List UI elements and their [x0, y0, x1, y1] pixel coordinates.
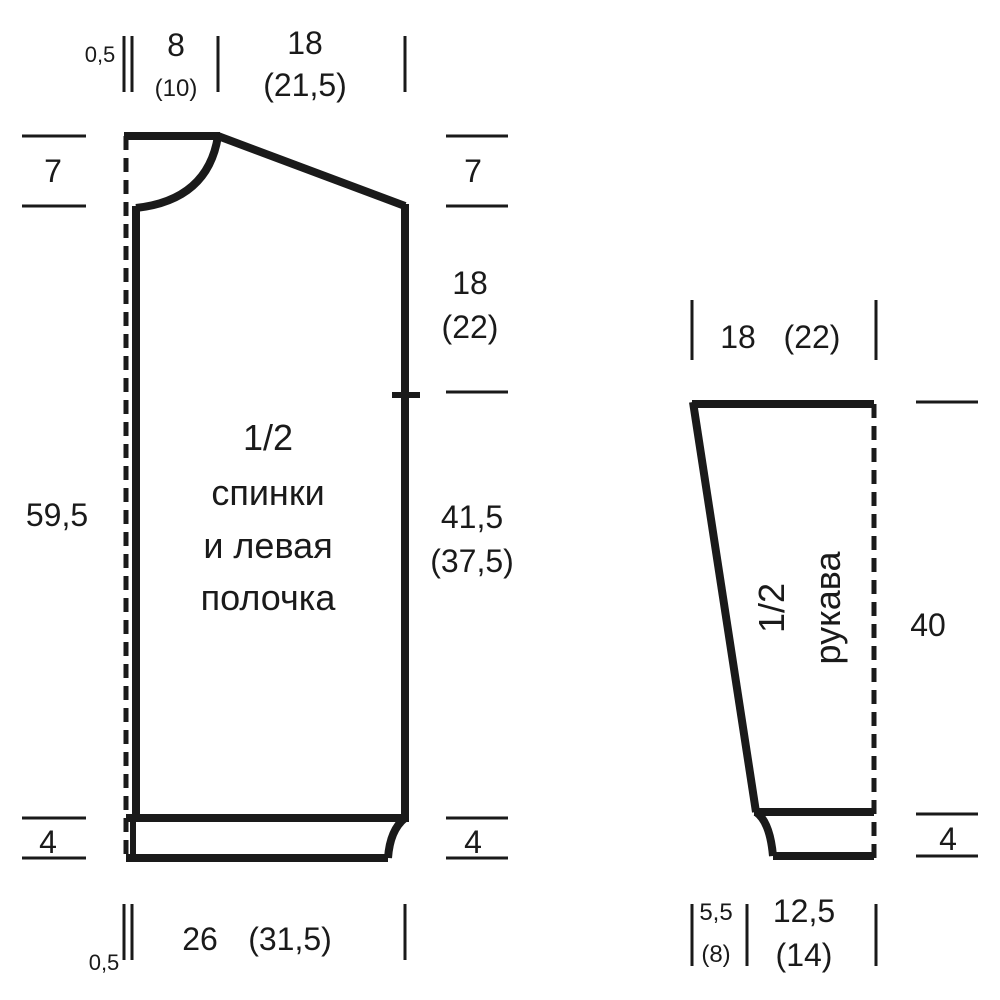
label-bottom-width-alt: (31,5) [248, 921, 332, 957]
label-armhole-depth-alt: (22) [442, 309, 499, 345]
label-armhole-depth: 18 [452, 265, 488, 301]
body-title-line2: спинки [211, 472, 324, 513]
label-neck-width-alt: (10) [155, 75, 198, 102]
sleeve-label-top-width-alt: (22) [784, 319, 841, 355]
sleeve-title-line2: рукава [807, 551, 848, 665]
body-piece-labels: 1/2 спинки и левая полочка 0,5 8 (10) 18… [26, 25, 514, 975]
sleeve-label-cuff-width: 12,5 [773, 893, 835, 929]
body-piece [22, 36, 508, 960]
sleeve-title-line1: 1/2 [751, 583, 792, 633]
label-shoulder-slope: 7 [464, 153, 482, 189]
label-neck-width: 8 [167, 27, 185, 63]
label-bottom-width: 26 [182, 921, 218, 957]
label-shoulder-width: 18 [287, 25, 323, 61]
label-ribbing-right: 4 [464, 824, 482, 860]
label-neck-depth: 7 [44, 153, 62, 189]
body-title-line1: 1/2 [243, 417, 293, 458]
sleeve-cuff-curve [753, 808, 777, 857]
sleeve-label-cuff-width-alt: (14) [776, 937, 833, 973]
sleeve-label-cuff-offset: 5,5 [699, 899, 732, 926]
label-side-length: 41,5 [441, 499, 503, 535]
label-total-length: 59,5 [26, 497, 88, 533]
body-title-line3: и левая [203, 525, 332, 566]
body-title-line4: полочка [201, 577, 337, 618]
sleeve-label-length: 40 [910, 607, 946, 643]
sleeve-piece [689, 300, 978, 966]
label-top-edge-half: 0,5 [85, 42, 116, 67]
label-ribbing-left: 4 [39, 824, 57, 860]
sleeve-labels: 1/2 рукава 18 (22) 40 4 5,5 (8) 12,5 (14… [699, 319, 957, 973]
label-side-length-alt: (37,5) [430, 543, 514, 579]
sleeve-label-cuff-offset-alt: (8) [701, 941, 730, 968]
body-ribbing-curve [384, 814, 408, 859]
sleeve-label-top-width: 18 [720, 319, 756, 355]
body-neckline-curve [135, 135, 222, 212]
sleeve-seam-line [689, 401, 760, 813]
body-shoulder-line [216, 132, 407, 210]
label-shoulder-width-alt: (21,5) [263, 67, 347, 103]
label-bottom-edge-half: 0,5 [89, 950, 120, 975]
sleeve-label-cuff-height: 4 [939, 821, 957, 857]
